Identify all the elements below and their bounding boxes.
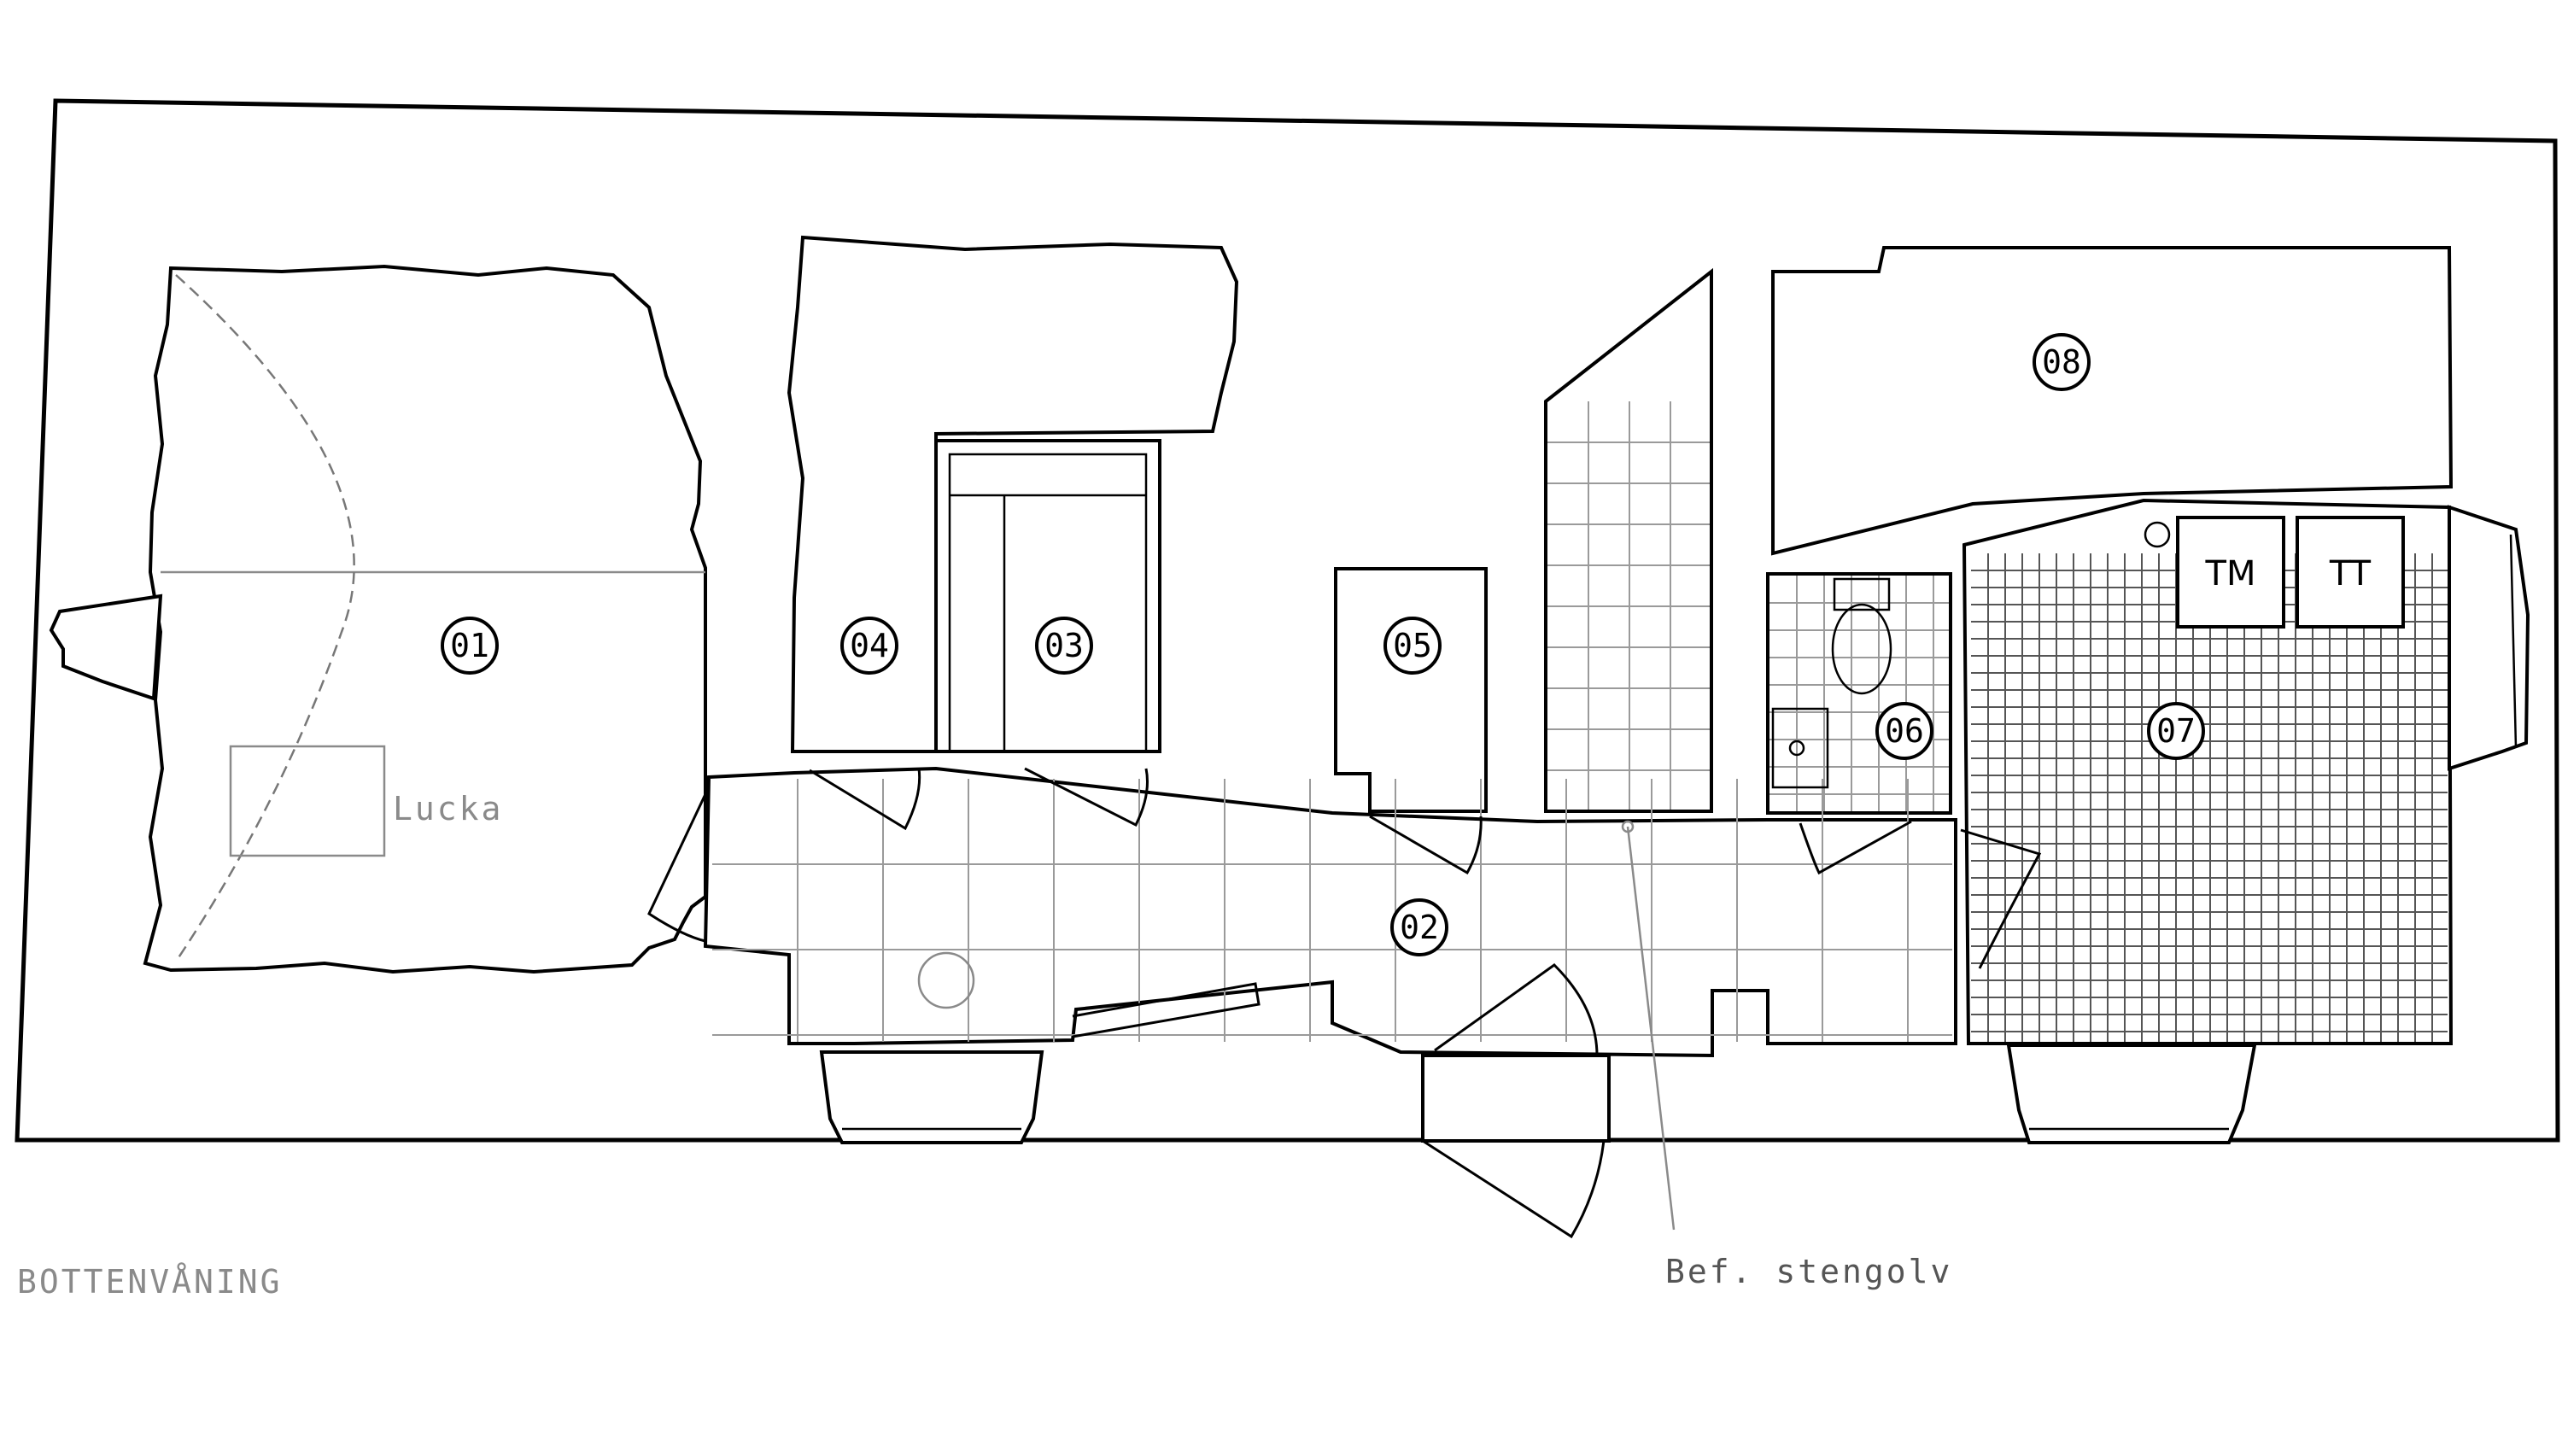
room-08-outline <box>1771 246 2454 556</box>
svg-text:03: 03 <box>1044 627 1084 664</box>
room-02-divider <box>1626 826 1676 1231</box>
room-01-arc <box>174 274 355 962</box>
floor-drain <box>917 951 975 1009</box>
wc-tile-grid <box>1769 576 1949 811</box>
floor-note: Bef. stengolv <box>1665 1253 1952 1290</box>
door-04 <box>809 768 921 831</box>
svg-text:04: 04 <box>850 627 889 664</box>
room-tag-01: 01 <box>441 617 499 675</box>
room-05-outline <box>1334 567 1488 813</box>
door-03 <box>1024 767 1149 827</box>
door-front-inner <box>1434 963 1599 1056</box>
room-tag-05: 05 <box>1383 617 1442 675</box>
room-03-inner <box>948 453 1148 753</box>
door-07 <box>1960 828 2042 969</box>
svg-text:05: 05 <box>1393 627 1432 664</box>
toilet-bowl <box>1831 603 1892 695</box>
room-tag-06: 06 <box>1875 702 1933 760</box>
room-tag-04: 04 <box>840 617 898 675</box>
stair-tile-grid <box>1547 401 1710 810</box>
bay-window-bottom-right <box>2006 1044 2257 1144</box>
svg-text:02: 02 <box>1400 909 1439 946</box>
room-tag-07: 07 <box>2147 702 2205 760</box>
room-tag-08: 08 <box>2033 333 2091 391</box>
left-entrance <box>49 594 163 701</box>
corridor-tile-grid <box>712 779 1952 1042</box>
door-01 <box>647 793 707 943</box>
floor-label: BOTTENVÅNING <box>17 1263 283 1301</box>
laundry-tile-grid <box>1971 553 2448 1042</box>
svg-text:01: 01 <box>450 627 489 664</box>
washer-label: TM <box>2205 554 2256 594</box>
dryer-label: TT <box>2329 554 2372 594</box>
room-04-outline <box>787 235 1239 753</box>
door-05 <box>1369 815 1483 875</box>
door-06 <box>1799 820 1912 875</box>
bay-window-bottom-left <box>819 1050 1044 1144</box>
room-01-outline <box>143 264 707 974</box>
hatch-label: Lucka <box>393 790 503 827</box>
room-02-outline <box>703 766 1957 1058</box>
bay-window-right <box>2448 505 2530 771</box>
washer-box <box>2176 516 2285 629</box>
svg-text:08: 08 <box>2042 343 2081 381</box>
toilet-tank <box>1833 577 1891 611</box>
bay-window-line <box>2509 534 2518 749</box>
room-03-outline <box>934 439 1161 753</box>
wash-basin <box>1771 707 1829 789</box>
dryer-box <box>2296 516 2405 629</box>
svg-text:06: 06 <box>1885 712 1924 750</box>
hatch-outline <box>229 745 386 857</box>
room-tag-02: 02 <box>1390 898 1448 956</box>
door-closet <box>1072 982 1261 1038</box>
basin-drain <box>1788 740 1805 757</box>
front-step <box>1421 1054 1611 1143</box>
laundry-valve <box>2144 521 2171 548</box>
room-tag-03: 03 <box>1035 617 1093 675</box>
svg-text:07: 07 <box>2156 712 2196 750</box>
